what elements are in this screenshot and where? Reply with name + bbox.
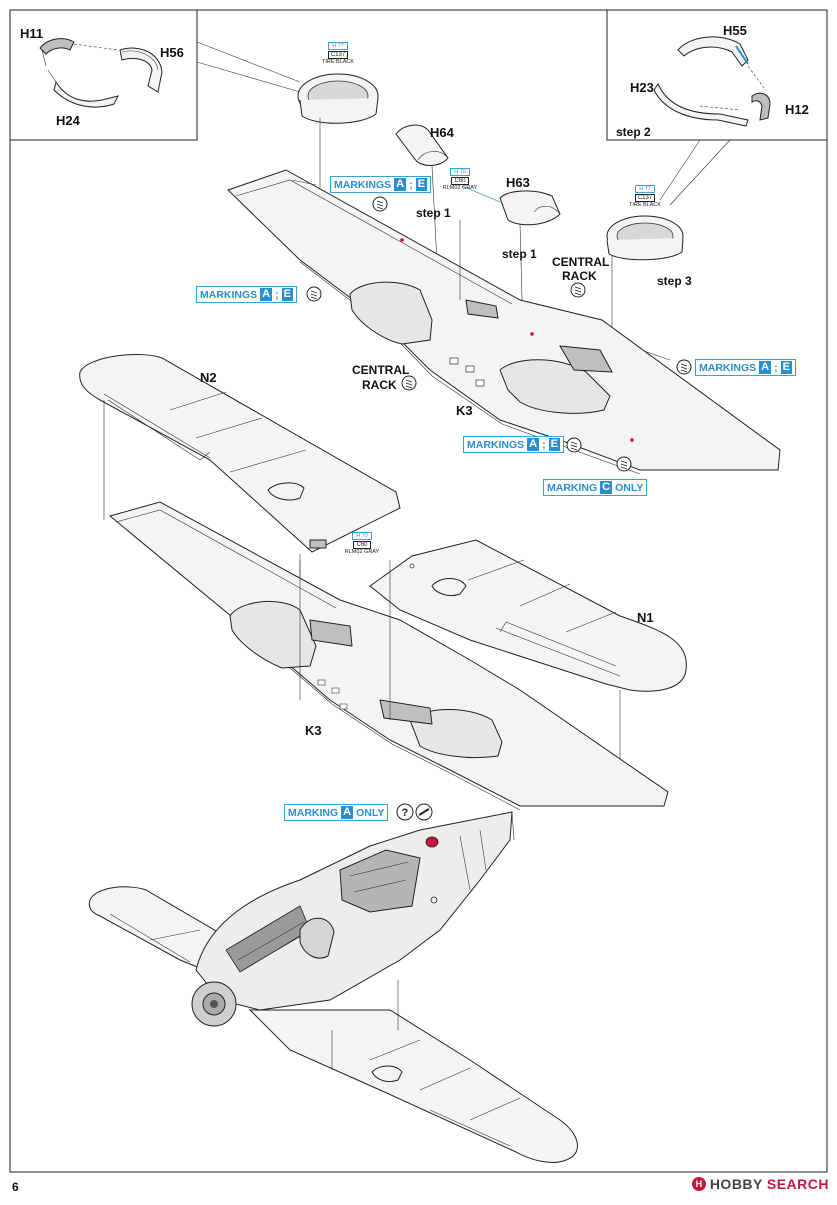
marking-letter-a: A	[260, 288, 273, 301]
marking-letter-e: E	[548, 438, 560, 451]
step-label-1b: step 1	[502, 247, 537, 261]
marking-letter-e: E	[415, 178, 427, 191]
paint-name: TIRE BLACK	[321, 59, 355, 65]
lower-wing-panel-top	[227, 169, 781, 475]
markings-sep: ;	[542, 438, 546, 451]
markings-sep: ;	[774, 361, 778, 374]
paint-name: RLM02 GRAY	[442, 185, 478, 191]
paint-code-h: H 70	[352, 532, 372, 540]
part-label-h23: H23	[630, 80, 654, 95]
upper-wing-n2	[79, 353, 401, 600]
markings-word: MARKINGS	[200, 288, 258, 301]
marking-a-only-badge: MARKING A ONLY	[284, 804, 389, 821]
wheel-well-left-top	[297, 73, 393, 241]
marking-only: ONLY	[615, 481, 644, 494]
paint-callout-gray-2: H 70 C60 RLM02 GRAY	[342, 532, 382, 555]
markings-word: MARKINGS	[699, 361, 757, 374]
marking-letter-e: E	[780, 361, 792, 374]
paint-code-h: H 77	[328, 42, 348, 50]
paint-callout-gray-1: H 70 C60 RLM02 GRAY	[440, 168, 480, 191]
paint-code-c: C137	[634, 194, 656, 202]
paint-name: RLM02 GRAY	[344, 549, 380, 555]
inset-left	[10, 10, 301, 141]
marking-letter-a: A	[341, 806, 354, 819]
markings-badge-4: MARKINGS A ; E	[463, 436, 564, 453]
paint-name: TIRE BLACK	[628, 202, 662, 208]
paint-code-h: H 70	[450, 168, 470, 176]
part-label-h63: H63	[506, 175, 530, 190]
part-label-h56: H56	[160, 45, 184, 60]
central-rack-label-2a: CENTRAL	[352, 363, 409, 377]
lower-wing-panel-middle	[108, 501, 669, 811]
part-label-h24: H24	[56, 113, 81, 128]
step-label-2: step 2	[616, 125, 651, 139]
paint-code-c: C60	[353, 541, 371, 549]
markings-badge-3: MARKINGS A ; E	[695, 359, 796, 376]
markings-sep: ;	[275, 288, 279, 301]
hobby-search-logo-icon: H	[691, 1177, 706, 1191]
part-label-k3-top: K3	[456, 403, 473, 418]
central-rack-label-2b: RACK	[362, 378, 397, 392]
markings-sep: ;	[409, 178, 413, 191]
paint-callout-tire-1: H 77 C137 TIRE BLACK	[318, 42, 358, 65]
watermark-brand: HOBBY	[709, 1176, 763, 1192]
paint-callout-tire-2: H 77 C137 TIRE BLACK	[625, 185, 665, 208]
part-label-h64: H64	[430, 125, 455, 140]
marking-only: ONLY	[356, 806, 385, 819]
markings-word: MARKINGS	[467, 438, 525, 451]
part-label-n1: N1	[637, 610, 654, 625]
marking-letter-c: C	[600, 481, 613, 494]
watermark: H HOBBY SEARCH	[691, 1176, 829, 1192]
markings-word: MARKINGS	[334, 178, 392, 191]
marking-letter-a: A	[759, 361, 772, 374]
part-label-n2: N2	[200, 370, 217, 385]
wheel-well-right-top	[606, 215, 684, 361]
page-number: 6	[12, 1180, 19, 1194]
page-frame	[9, 9, 828, 1173]
paint-code-h: H 77	[635, 185, 655, 193]
aircraft-assembled	[88, 811, 578, 1163]
marking-word: MARKING	[288, 806, 339, 819]
part-label-h11: H11	[20, 26, 43, 41]
part-label-k3-bottom: K3	[305, 723, 322, 738]
part-label-h55: H55	[723, 23, 747, 38]
marking-letter-a: A	[394, 178, 407, 191]
central-rack-label-1b: RACK	[562, 269, 597, 283]
watermark-word: SEARCH	[766, 1176, 829, 1192]
markings-badge-2: MARKINGS A ; E	[196, 286, 297, 303]
markings-badge-1: MARKINGS A ; E	[330, 176, 431, 193]
paint-code-c: C137	[327, 51, 349, 59]
inset-right	[606, 10, 827, 206]
step-label-3: step 3	[657, 274, 692, 288]
paint-code-c: C60	[451, 177, 469, 185]
marking-letter-e: E	[281, 288, 293, 301]
marking-c-only-badge: MARKING C ONLY	[543, 479, 648, 496]
central-rack-label-1a: CENTRAL	[552, 255, 609, 269]
part-label-h12: H12	[785, 102, 809, 117]
marking-letter-a: A	[527, 438, 540, 451]
arrow-lines	[299, 560, 391, 720]
marking-word: MARKING	[547, 481, 598, 494]
symbol-circles: ?	[306, 196, 692, 821]
svg-text:?: ?	[402, 807, 409, 819]
step-label-1a: step 1	[416, 206, 451, 220]
